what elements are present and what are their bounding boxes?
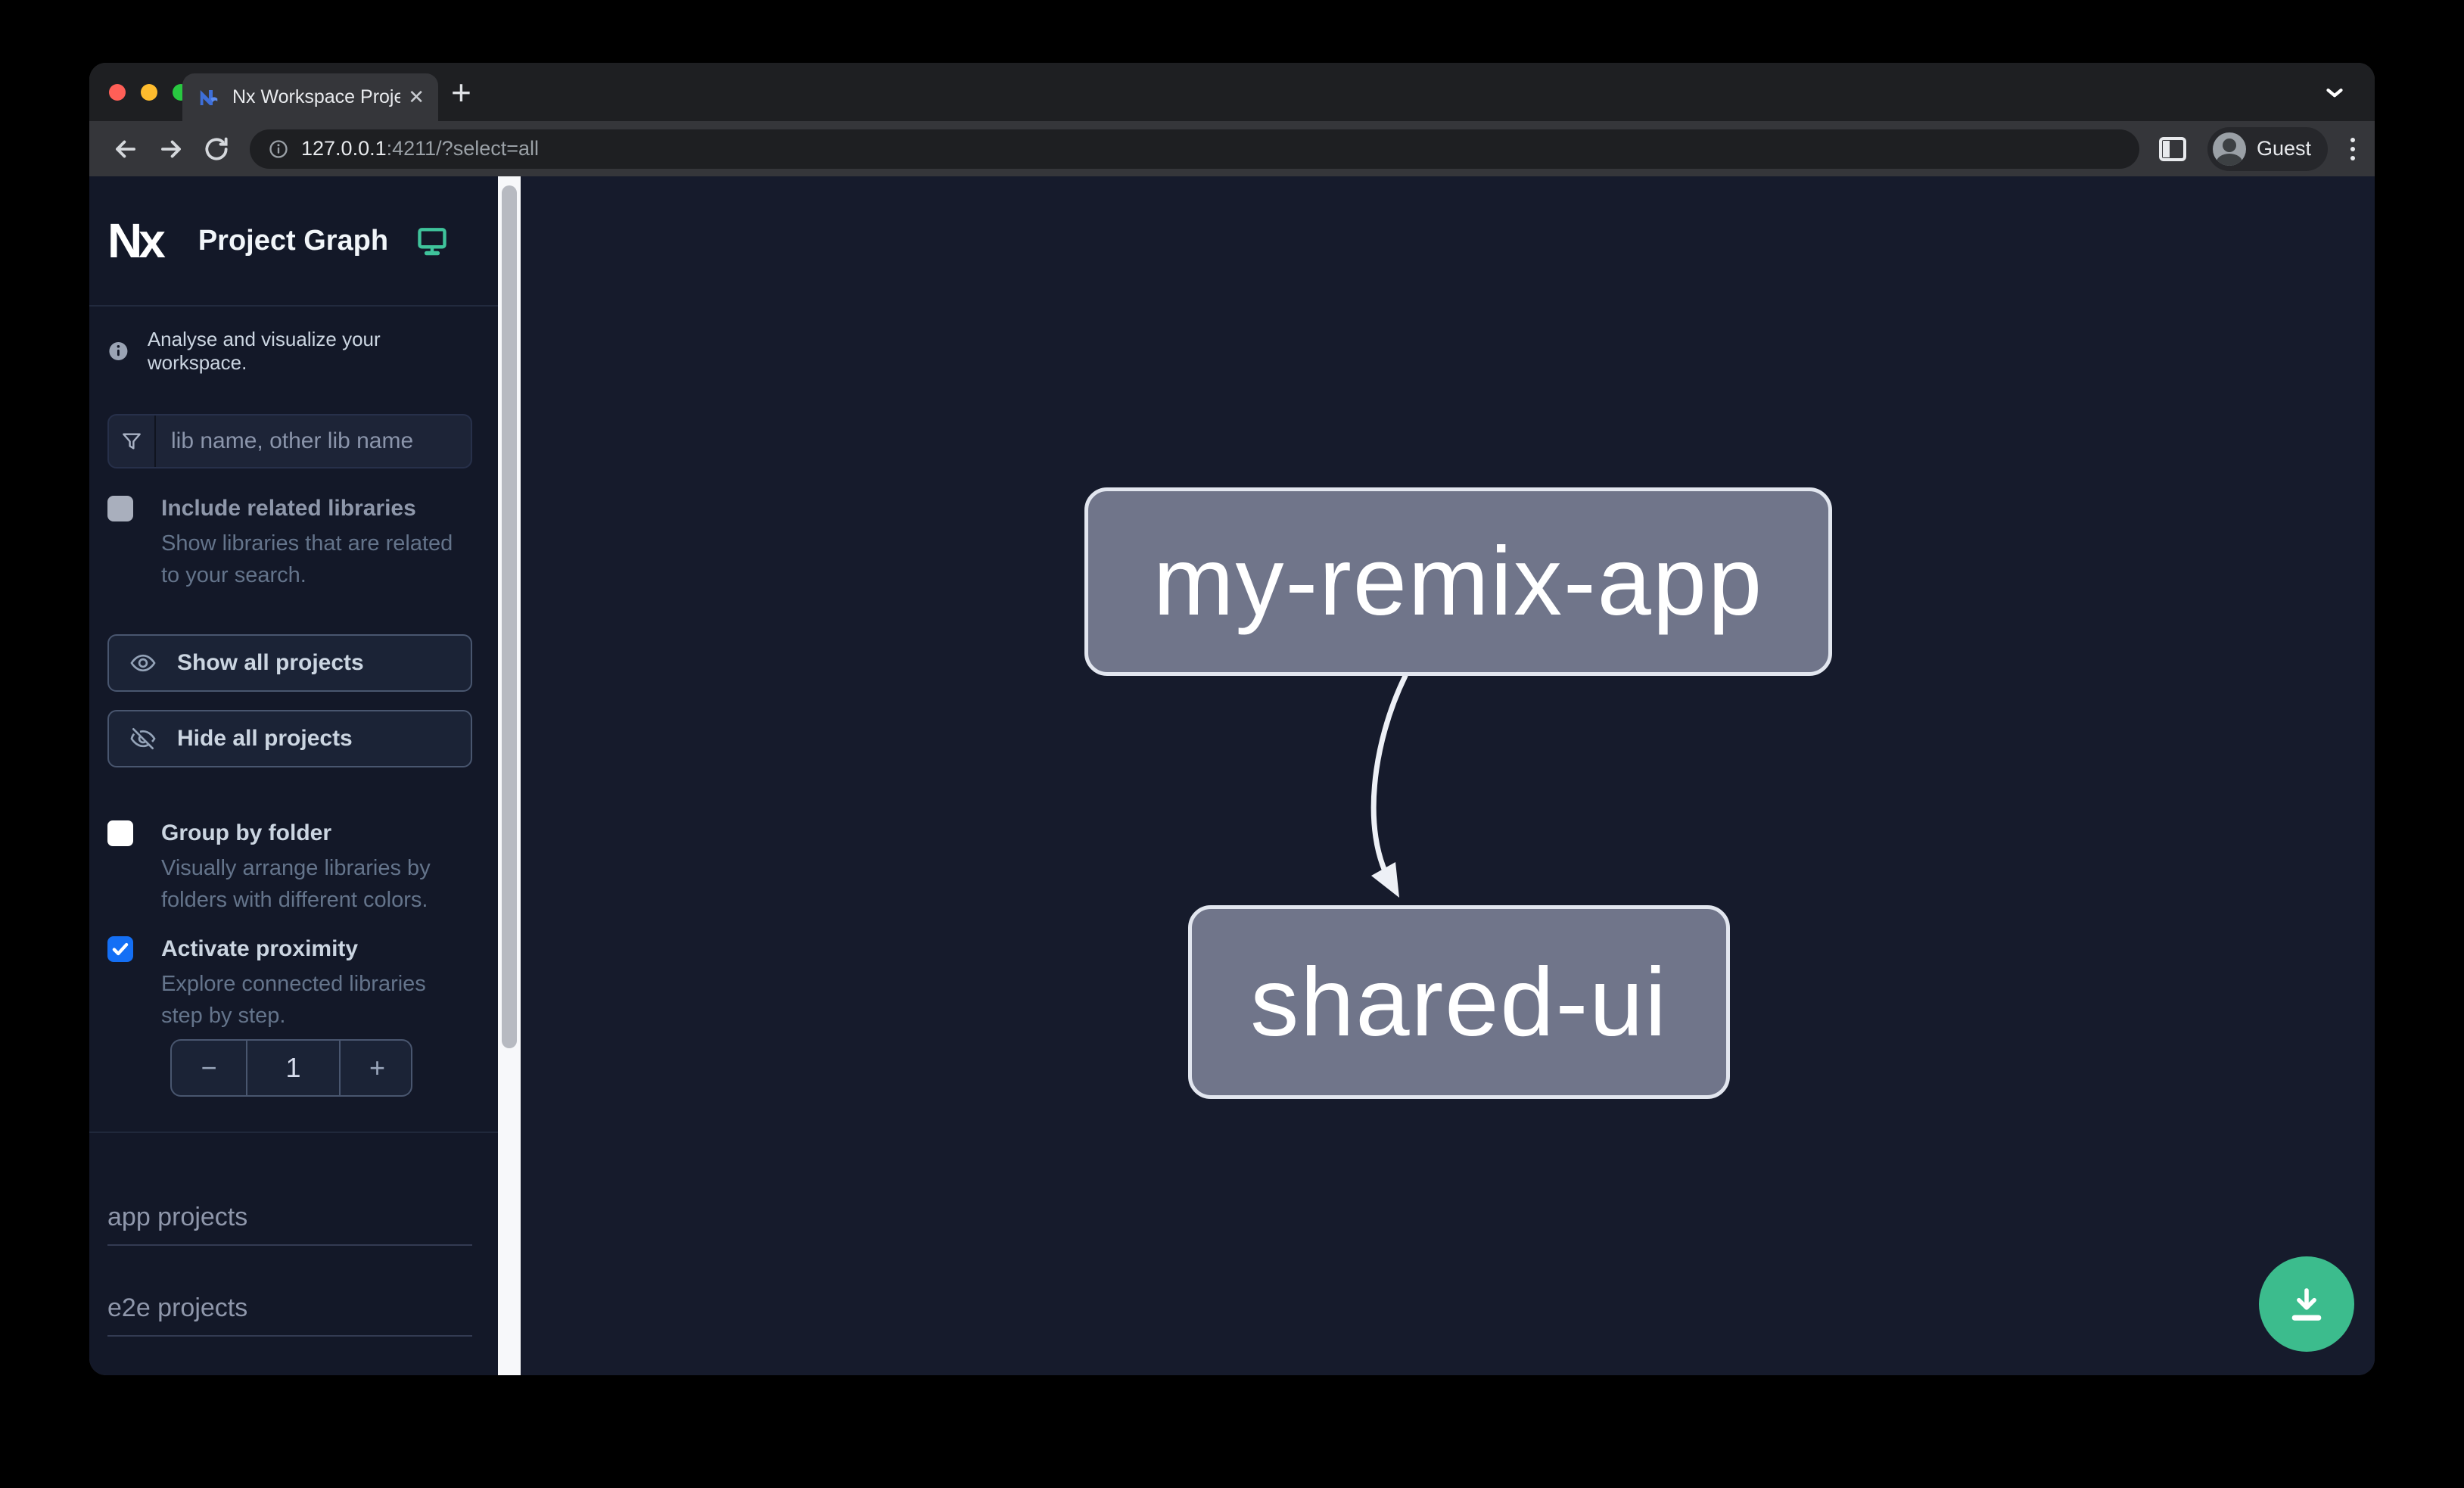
section-app-projects: app projects xyxy=(107,1203,472,1246)
depth-value: 1 xyxy=(246,1041,341,1095)
eye-off-icon xyxy=(130,727,156,750)
filter-field xyxy=(107,414,472,469)
proximity-depth-stepper: − 1 + xyxy=(170,1039,412,1097)
monitor-icon[interactable] xyxy=(415,224,449,257)
hide-all-projects-label: Hide all projects xyxy=(177,726,353,751)
eye-icon xyxy=(130,654,156,672)
sidebar-header: Nx Project Graph xyxy=(89,176,498,307)
include-related-description: Show libraries that are related to your … xyxy=(161,531,453,587)
group-by-folder-description: Visually arrange libraries by folders wi… xyxy=(161,856,431,912)
nx-favicon-icon xyxy=(200,89,218,105)
address-bar[interactable]: 127.0.0.1:4211/?select=all xyxy=(250,129,2139,169)
sidebar: Nx Project Graph Analyse and visualize y… xyxy=(89,176,498,1375)
profile-label: Guest xyxy=(2256,137,2311,160)
page-content: Nx Project Graph Analyse and visualize y… xyxy=(89,176,2375,1375)
group-by-folder-label: Group by folder xyxy=(161,820,331,845)
browser-toolbar: 127.0.0.1:4211/?select=all Guest xyxy=(89,121,2375,176)
graph-node-my-remix-app[interactable]: my-remix-app xyxy=(1084,487,1832,676)
increment-button[interactable]: + xyxy=(369,1052,386,1083)
decrement-button[interactable]: − xyxy=(201,1052,217,1083)
filter-input[interactable] xyxy=(156,428,471,454)
tab-close-icon[interactable]: ✕ xyxy=(408,86,425,108)
browser-tab-active[interactable]: Nx Workspace Project Graph ✕ xyxy=(182,73,438,121)
back-button[interactable] xyxy=(109,132,142,166)
url-text: 127.0.0.1:4211/?select=all xyxy=(301,137,540,160)
window-close-button[interactable] xyxy=(109,83,126,101)
activate-proximity-description: Explore connected libraries step by step… xyxy=(161,972,426,1028)
info-icon xyxy=(109,341,128,361)
activate-proximity-label: Activate proximity xyxy=(161,936,359,961)
tab-strip: Nx Workspace Project Graph ✕ + xyxy=(89,63,2375,121)
avatar-icon xyxy=(2212,132,2246,166)
new-tab-button[interactable]: + xyxy=(451,72,471,112)
download-graph-button[interactable] xyxy=(2259,1256,2354,1352)
dependency-edge xyxy=(1370,673,1408,898)
include-related-checkbox[interactable] xyxy=(107,496,133,521)
nx-logo: Nx xyxy=(107,213,166,268)
browser-window: Nx Workspace Project Graph ✕ + 127.0.0.1… xyxy=(89,63,2375,1375)
hide-all-projects-button[interactable]: Hide all projects xyxy=(107,710,472,767)
download-icon xyxy=(2291,1288,2322,1321)
scrollbar-thumb[interactable] xyxy=(502,185,517,1048)
traffic-lights xyxy=(89,83,189,101)
filter-funnel-icon xyxy=(109,416,156,467)
tab-search-chevron-icon[interactable] xyxy=(2322,63,2347,121)
sidebar-divider xyxy=(89,1132,498,1133)
reload-button[interactable] xyxy=(200,132,233,166)
page-title: Project Graph xyxy=(198,224,389,257)
checkmark-icon xyxy=(112,942,129,956)
option-activate-proximity: Activate proximity Explore connected lib… xyxy=(107,935,472,1032)
sidebar-scrollbar[interactable] xyxy=(498,176,521,1375)
activate-proximity-checkbox[interactable] xyxy=(107,936,133,962)
graph-canvas[interactable]: my-remix-app shared-ui xyxy=(521,176,2375,1375)
profile-button[interactable]: Guest xyxy=(2207,126,2328,171)
show-all-projects-label: Show all projects xyxy=(177,650,364,675)
site-info-icon[interactable] xyxy=(268,139,289,160)
option-include-related: Include related libraries Show libraries… xyxy=(107,494,472,591)
browser-menu-icon[interactable] xyxy=(2350,137,2355,160)
group-by-folder-checkbox[interactable] xyxy=(107,820,133,846)
tagline-row: Analyse and visualize your workspace. xyxy=(107,328,472,375)
forward-button[interactable] xyxy=(154,132,188,166)
tab-title: Nx Workspace Project Graph xyxy=(232,86,401,107)
section-e2e-projects: e2e projects xyxy=(107,1293,472,1337)
graph-node-shared-ui[interactable]: shared-ui xyxy=(1188,905,1730,1099)
window-minimize-button[interactable] xyxy=(141,83,157,101)
show-all-projects-button[interactable]: Show all projects xyxy=(107,634,472,692)
include-related-label: Include related libraries xyxy=(161,496,416,521)
side-panel-icon[interactable] xyxy=(2158,136,2186,161)
tagline-text: Analyse and visualize your workspace. xyxy=(147,328,381,374)
option-group-by-folder: Group by folder Visually arrange librari… xyxy=(107,819,472,916)
